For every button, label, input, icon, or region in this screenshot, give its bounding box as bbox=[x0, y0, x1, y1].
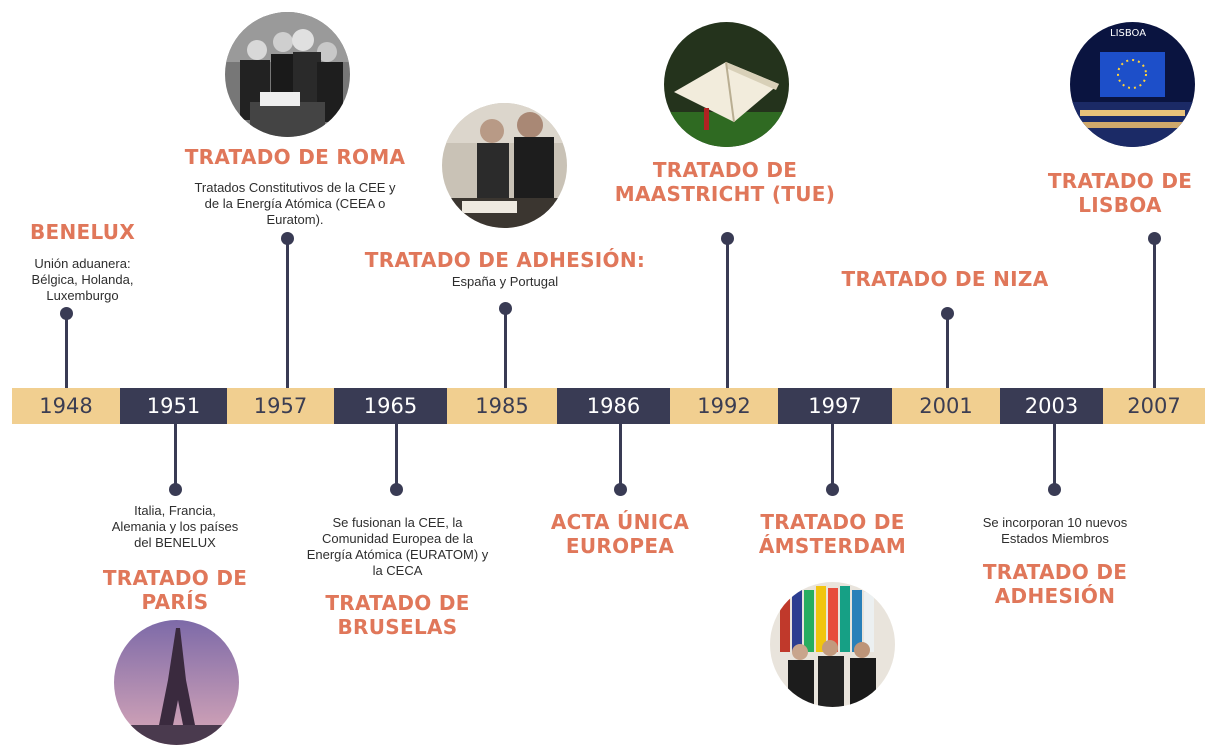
photo-maastricht-book bbox=[664, 22, 789, 147]
year-1951: 1951 bbox=[120, 388, 227, 424]
desc-adhesion-1985: España y Portugal bbox=[451, 274, 559, 289]
photo-lisboa-ceremony: LISBOA bbox=[1070, 22, 1195, 147]
title-maastricht: TRATADO DE MAASTRICHT (TUE) bbox=[614, 158, 836, 206]
connector-1997 bbox=[831, 424, 834, 489]
connector-1965 bbox=[395, 424, 398, 489]
connector-1948 bbox=[65, 313, 68, 388]
marker-1986 bbox=[614, 483, 627, 496]
photo-roma-signing bbox=[225, 12, 350, 137]
photo-paris-eiffel bbox=[114, 620, 239, 745]
connector-1957 bbox=[286, 238, 289, 388]
title-adhesion-1985: TRATADO DE ADHESIÓN: bbox=[364, 248, 646, 272]
year-2003: 2003 bbox=[1000, 388, 1103, 424]
desc-benelux: Unión aduanera: Bélgica, Holanda, Luxemb… bbox=[31, 256, 134, 303]
year-1997: 1997 bbox=[778, 388, 892, 424]
marker-2003 bbox=[1048, 483, 1061, 496]
title-benelux: BENELUX bbox=[29, 220, 136, 244]
year-1948: 1948 bbox=[12, 388, 120, 424]
photo-amsterdam-flags bbox=[770, 582, 895, 707]
timeline-bar: 1948 1951 1957 1965 1985 1986 1992 1997 … bbox=[12, 388, 1205, 424]
title-adhesion-2003: TRATADO DE ADHESIÓN bbox=[982, 560, 1128, 608]
title-bruselas: TRATADO DE BRUSELAS bbox=[325, 591, 470, 639]
connector-1992 bbox=[726, 238, 729, 388]
marker-1965 bbox=[390, 483, 403, 496]
marker-1997 bbox=[826, 483, 839, 496]
lisboa-sign-text: LISBOA bbox=[1110, 28, 1147, 39]
marker-1948 bbox=[60, 307, 73, 320]
connector-2007 bbox=[1153, 238, 1156, 388]
title-paris: TRATADO DE PARÍS bbox=[102, 566, 248, 614]
year-1985: 1985 bbox=[447, 388, 557, 424]
title-roma: TRATADO DE ROMA bbox=[184, 145, 406, 169]
marker-2007 bbox=[1148, 232, 1161, 245]
desc-adhesion-2003: Se incorporan 10 nuevos Estados Miembros bbox=[982, 515, 1128, 546]
desc-roma: Tratados Constitutivos de la CEE y de la… bbox=[194, 180, 396, 227]
marker-2001 bbox=[941, 307, 954, 320]
marker-1951 bbox=[169, 483, 182, 496]
marker-1985 bbox=[499, 302, 512, 315]
connector-2003 bbox=[1053, 424, 1056, 489]
connector-1951 bbox=[174, 424, 177, 489]
connector-1986 bbox=[619, 424, 622, 489]
title-acta-unica: ACTA ÚNICA EUROPEA bbox=[550, 510, 690, 558]
desc-paris: Italia, Francia, Alemania y los países d… bbox=[111, 503, 239, 550]
year-1992: 1992 bbox=[670, 388, 778, 424]
year-1957: 1957 bbox=[227, 388, 334, 424]
year-1986: 1986 bbox=[557, 388, 670, 424]
desc-bruselas: Se fusionan la CEE, la Comunidad Europea… bbox=[306, 515, 489, 578]
title-amsterdam: TRATADO DE ÁMSTERDAM bbox=[758, 510, 907, 558]
connector-2001 bbox=[946, 313, 949, 388]
marker-1957 bbox=[281, 232, 294, 245]
photo-adhesion-signing bbox=[442, 103, 567, 228]
year-1965: 1965 bbox=[334, 388, 447, 424]
title-niza: TRATADO DE NIZA bbox=[841, 267, 1049, 291]
year-2001: 2001 bbox=[892, 388, 1000, 424]
year-2007: 2007 bbox=[1103, 388, 1205, 424]
marker-1992 bbox=[721, 232, 734, 245]
connector-1985 bbox=[504, 308, 507, 388]
title-lisboa: TRATADO DE LISBOA bbox=[1047, 169, 1193, 217]
